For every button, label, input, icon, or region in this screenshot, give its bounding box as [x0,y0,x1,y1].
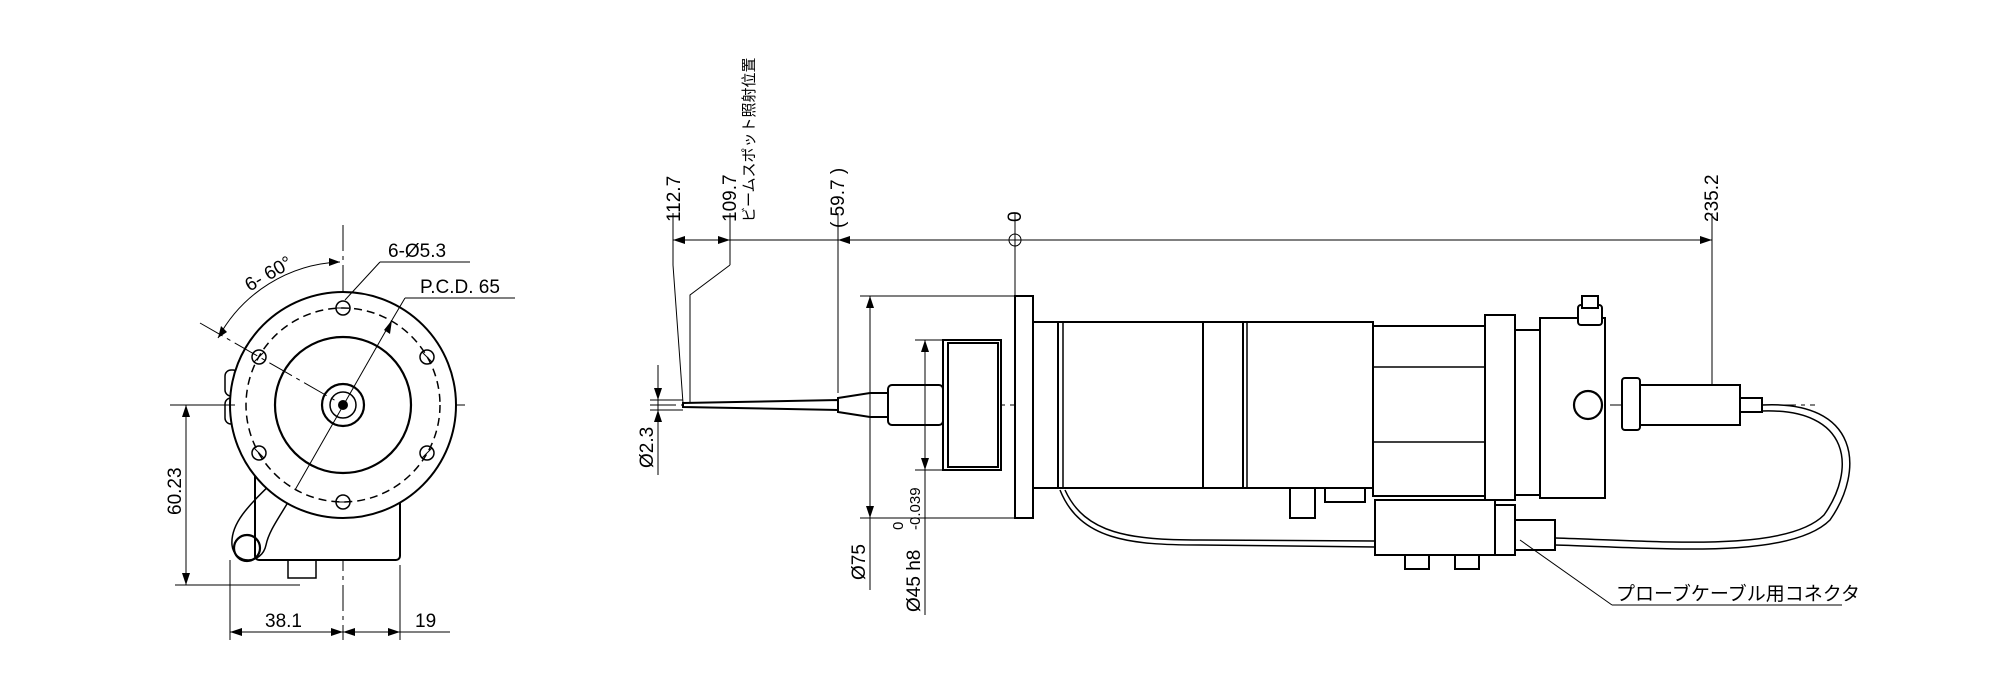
mounting-flange [1014,295,1034,519]
front-cable-loop [231,469,301,561]
dim-45-arrow-top [921,340,929,352]
rear-flange-plate [1484,314,1516,501]
cable-lower-inner [1064,489,1376,542]
flange-collar [1032,321,1059,489]
front-width-arrow-4 [388,628,400,636]
cable-lower [1059,489,1376,548]
front-cable-eye [232,533,262,563]
dim-zero: 0 [1005,211,1026,222]
front-height-dim: 60.23 [165,467,186,515]
dim-112-7: 112.7 [664,176,685,222]
bolt-hole-bottom [335,494,351,510]
front-shaft-inner [329,391,357,419]
arrow-59-7 [838,236,850,244]
adjuster-ring [1572,389,1604,421]
front-width-arrow-3 [343,628,355,636]
bolt-hole-lower-right [419,445,435,461]
probe-nut [887,384,944,426]
dim-45-arrow-bottom [921,458,929,470]
dim-75-arrow-top [866,296,874,308]
front-angle-arrow-left [218,326,227,338]
lever-tab [1324,487,1366,503]
connector-box [1374,499,1496,556]
front-hole-leader [344,261,381,301]
connector-leader [1519,539,1613,606]
dim-75-arrow-bottom [866,506,874,518]
main-cylinder-3 [1242,321,1374,489]
tol-lower: -0.039 [907,487,924,530]
connector-foot-1 [1404,554,1430,570]
side-view: 112.7 109.7 ビームスポット照射位置 ( 59.7 ) 0 235.2… [637,57,1860,615]
lever-bracket [1289,487,1316,519]
cable-gland [1739,397,1763,413]
front-width-arrow-2 [331,628,343,636]
rear-tube [1639,384,1741,426]
dim-235-2: 235.2 [1702,174,1723,222]
front-hole-label: 6-Ø5.3 [388,241,446,262]
cable-rear-loop [1554,404,1851,550]
knurled-ring [1621,377,1641,431]
connector-foot-2 [1454,554,1480,570]
front-pcd-diameter-line [294,319,393,491]
main-cylinder-2 [1202,321,1244,489]
adjuster-block [1514,329,1541,496]
tol-upper: 0 [890,522,907,530]
front-pcd-leader [391,297,406,321]
rear-housing [1372,325,1486,497]
origin-marker [1008,233,1022,247]
beam-spot-label: ビームスポット照射位置 [741,57,758,222]
connector-plug [1514,519,1556,551]
probe-needle [682,398,839,412]
front-height-arrow-top [182,405,190,417]
dim-dia-45: Ø45 h8 [904,550,925,612]
front-bolt-holes [251,300,435,510]
front-pcd-label: P.C.D. 65 [420,277,500,298]
bolt-hole-upper-left [251,349,267,365]
dim-59-7: ( 59.7 ) [828,168,849,228]
front-view: 6- 60° 6-Ø5.3 P.C.D. 65 60.23 38.1 19 [165,225,515,640]
front-body-circle [273,335,413,475]
bolt-hole-lower-left [251,445,267,461]
front-angle-arc [217,261,341,339]
cable-rear-loop-inner [1554,410,1843,543]
dim-2-3-arrow-bottom [654,410,662,422]
front-height-arrow-bottom [182,573,190,585]
adjuster-housing [1539,317,1606,499]
dim-dia-75: Ø75 [849,544,870,580]
front-connector-block [287,559,317,579]
bolt-hole-upper-right [419,349,435,365]
probe-body-block [947,342,999,468]
front-width-arrow-1 [230,628,242,636]
front-angle-arrow-right [329,258,340,266]
connector-plate [1494,504,1516,556]
front-width-left-dim: 38.1 [265,611,302,632]
arrow-112-7 [673,236,685,244]
dim-2-3-arrow-top [654,388,662,400]
front-width-right-dim: 19 [415,611,436,632]
arrow-109-7 [718,236,730,244]
front-pcd-arrow [384,320,392,334]
adjuster-knob-top [1581,295,1599,309]
dim-dia-2-3: Ø2.3 [637,427,658,468]
front-angle-ref-line [199,322,344,406]
front-shaft-circle [320,382,366,428]
bolt-hole-top [335,300,351,316]
leader-beam-spot [672,264,731,404]
connector-label: プローブケーブル用コネクタ [1616,582,1860,605]
probe-taper [837,392,889,418]
dim-109-7: 109.7 [720,174,741,222]
main-cylinder-1 [1057,321,1204,489]
arrow-235-2 [1700,236,1712,244]
front-angle-label: 6- 60° [242,253,297,297]
